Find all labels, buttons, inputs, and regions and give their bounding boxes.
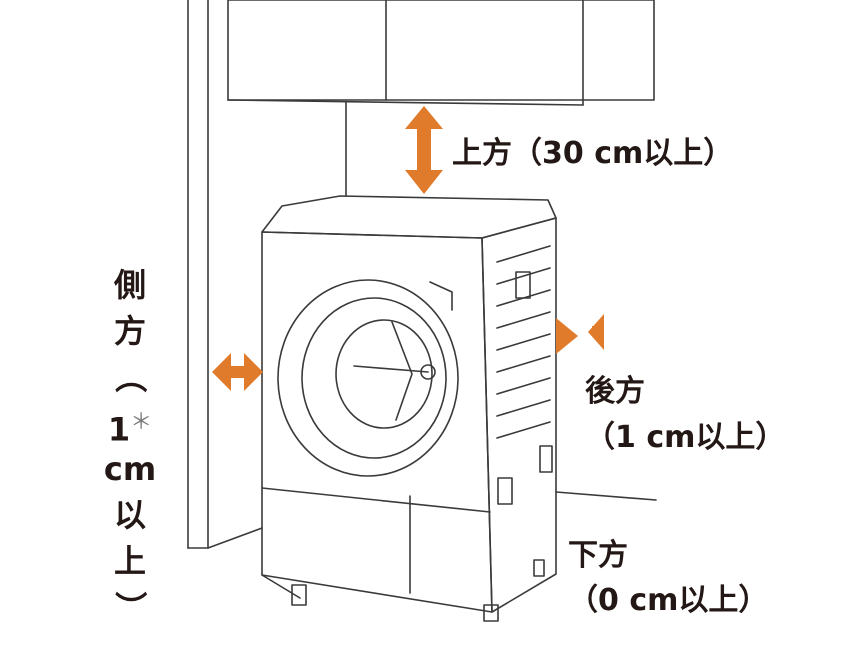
side-handle-bottom-left <box>497 477 513 505</box>
side-clearance-arrow <box>212 353 263 391</box>
top-clearance-label: 上方（30 cm以上） <box>452 136 734 171</box>
top-clearance-arrow <box>405 106 443 194</box>
feet <box>261 559 545 622</box>
side-label-char: cm <box>103 450 157 488</box>
back-clearance-label: 後方 <box>585 374 645 409</box>
side-label-paren-close: ） <box>110 590 149 624</box>
side-note-mark: ＊ <box>130 410 153 435</box>
side-vents <box>496 245 551 439</box>
side-handle-bottom-right <box>539 445 553 473</box>
back-clearance-value: （1 cm以上） <box>585 420 786 455</box>
side-label-char: 側 <box>113 266 146 304</box>
side-clearance-label: 側 方 （ 1＊ cm 以 上 ） <box>100 262 160 630</box>
side-handle-top <box>515 271 531 299</box>
door <box>277 279 459 477</box>
side-label-char: 以 <box>113 496 146 534</box>
bottom-clearance-label: 下方 <box>568 538 628 573</box>
back-clearance-arrow <box>556 314 604 354</box>
overhead-cabinet <box>227 0 655 106</box>
bottom-clearance-value: （0 cm以上） <box>568 583 769 618</box>
side-label-paren-open: （ <box>110 360 149 394</box>
room-lines <box>187 0 657 549</box>
clearance-arrows <box>212 106 604 391</box>
side-label-char: 1 <box>107 410 131 449</box>
washing-machine <box>261 195 557 622</box>
side-label-char: 方 <box>113 312 146 350</box>
side-label-char: 上 <box>113 542 146 580</box>
